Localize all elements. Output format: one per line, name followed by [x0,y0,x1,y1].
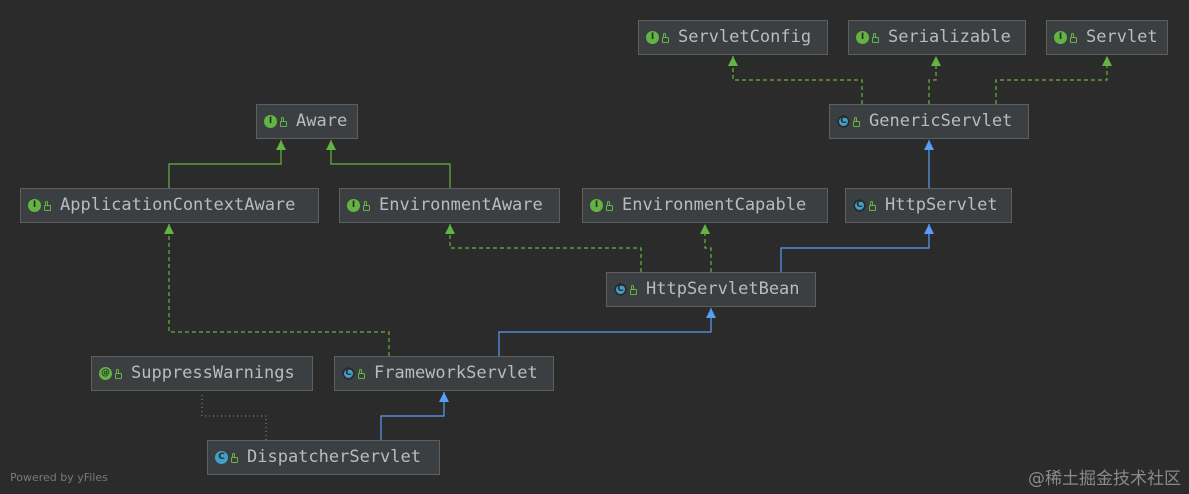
interface-icon: I [590,199,603,212]
arrowhead-application_context_aware-to-aware [276,140,286,150]
arrowhead-environment_aware-to-aware [326,140,336,150]
node-label: ApplicationContextAware [60,195,296,215]
public-lock-icon [872,32,879,43]
edge-application_context_aware-to-aware [168,140,282,188]
public-lock-icon [358,368,365,379]
abstract-class-icon: C [342,367,355,380]
edge-framework_servlet-to-application_context_aware [168,224,390,356]
node-label: EnvironmentCapable [622,195,807,215]
arrowhead-http_servlet-to-generic_servlet [924,140,934,150]
node-label: SuppressWarnings [131,363,295,383]
arrowhead-dispatcher_servlet-to-framework_servlet [439,392,449,402]
edge-generic_servlet-to-servlet_config [732,56,863,104]
arrowhead-http_servlet_bean-to-environment_aware [445,224,455,234]
interface-icon: I [28,199,41,212]
edge-http_servlet_bean-to-environment_aware [449,224,642,272]
arrowhead-framework_servlet-to-http_servlet_bean [706,308,716,318]
public-lock-icon [606,200,613,211]
arrowhead-generic_servlet-to-servlet_config [728,56,738,66]
edge-generic_servlet-to-servlet [995,56,1108,104]
public-lock-icon [853,116,860,127]
node-label: GenericServlet [869,111,1013,131]
edge-dispatcher_servlet-to-suppress_warnings [201,392,267,440]
annotation-icon: @ [99,367,112,380]
node-suppress-warnings[interactable]: @ SuppressWarnings [91,356,313,391]
public-lock-icon [231,452,238,463]
node-label: DispatcherServlet [247,447,421,467]
node-label: EnvironmentAware [379,195,543,215]
arrowhead-http_servlet_bean-to-environment_capable [700,224,710,234]
interface-icon: I [646,31,659,44]
abstract-class-icon: C [837,115,850,128]
powered-by-footer: Powered by yFiles [10,471,108,484]
public-lock-icon [630,284,637,295]
public-lock-icon [44,200,51,211]
edge-generic_servlet-to-serializable [928,56,937,104]
node-generic-servlet[interactable]: C GenericServlet [829,104,1029,139]
node-application-context-aware[interactable]: I ApplicationContextAware [20,188,319,223]
abstract-class-icon: C [614,283,627,296]
edge-dispatcher_servlet-to-framework_servlet [380,392,445,440]
node-http-servlet[interactable]: C HttpServlet [845,188,1012,223]
public-lock-icon [1070,32,1077,43]
node-environment-aware[interactable]: I EnvironmentAware [339,188,560,223]
node-serializable[interactable]: I Serializable [848,20,1026,55]
arrowhead-framework_servlet-to-application_context_aware [164,224,174,234]
interface-icon: I [347,199,360,212]
public-lock-icon [280,116,287,127]
public-lock-icon [869,200,876,211]
node-label: HttpServlet [885,195,998,215]
interface-icon: I [264,115,277,128]
node-label: Serializable [888,27,1011,47]
public-lock-icon [363,200,370,211]
watermark: @稀土掘金技术社区 [1028,469,1181,489]
node-servlet-config[interactable]: I ServletConfig [638,20,828,55]
node-label: FrameworkServlet [374,363,538,383]
node-label: Aware [296,111,348,131]
interface-icon: I [1054,31,1067,44]
edge-http_servlet_bean-to-environment_capable [704,224,712,272]
class-icon: C [215,451,228,464]
arrowhead-generic_servlet-to-serializable [931,56,941,66]
node-http-servlet-bean[interactable]: C HttpServletBean [606,272,816,307]
node-environment-capable[interactable]: I EnvironmentCapable [582,188,828,223]
node-servlet[interactable]: I Servlet [1046,20,1168,55]
edge-environment_aware-to-aware [330,140,451,188]
edge-http_servlet_bean-to-http_servlet [780,224,930,272]
node-label: ServletConfig [678,27,812,47]
node-label: HttpServletBean [646,279,800,299]
node-aware[interactable]: I Aware [256,104,358,139]
node-dispatcher-servlet[interactable]: C DispatcherServlet [207,440,440,475]
edge-framework_servlet-to-http_servlet_bean [498,308,712,356]
arrowhead-generic_servlet-to-servlet [1102,56,1112,66]
public-lock-icon [662,32,669,43]
node-label: Servlet [1086,27,1158,47]
arrowhead-http_servlet_bean-to-http_servlet [924,224,934,234]
interface-icon: I [856,31,869,44]
abstract-class-icon: C [853,199,866,212]
public-lock-icon [115,368,122,379]
node-framework-servlet[interactable]: C FrameworkServlet [334,356,554,391]
